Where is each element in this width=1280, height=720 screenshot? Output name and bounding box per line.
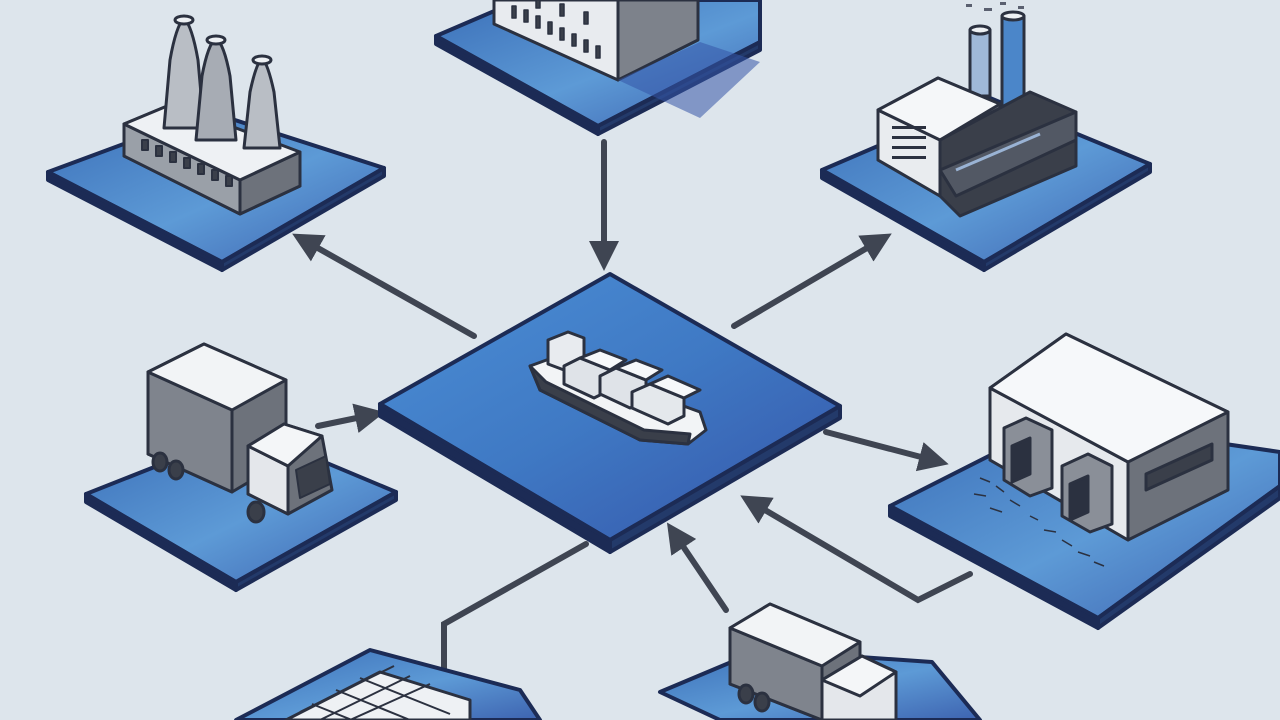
truck-left-icon xyxy=(146,342,334,524)
arrow-hub-to-warehouse xyxy=(823,429,949,472)
warehouse-icon xyxy=(973,332,1230,567)
factory-icon xyxy=(876,2,1078,218)
arrow-truck-to-hub xyxy=(315,403,385,433)
arrow-hub-to-power-plant xyxy=(292,233,477,339)
truck-bottom-icon xyxy=(728,602,898,720)
connectors xyxy=(292,139,973,699)
arrow-hub-to-factory xyxy=(731,233,892,329)
cargo-ship-icon xyxy=(528,330,708,446)
power-plant-icon xyxy=(122,14,302,216)
arrow-warehouse-to-hub xyxy=(740,495,973,604)
arrow-bottom-truck-to-hub xyxy=(666,522,729,613)
office-building-icon xyxy=(492,0,760,118)
connector-hub-to-solar xyxy=(441,541,589,699)
solar-panel-icon xyxy=(284,665,472,720)
